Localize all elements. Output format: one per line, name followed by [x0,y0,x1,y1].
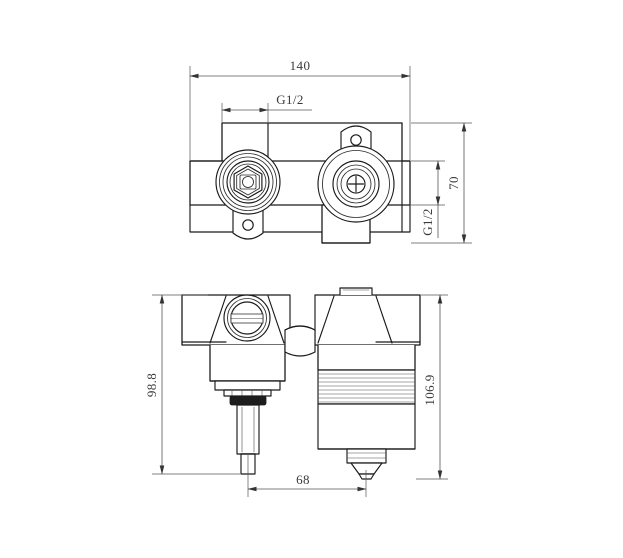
dimension-left-height: 98.8 [144,294,240,475]
dimension-right-height: 106.9 [416,294,448,480]
dimension-overall-depth: 70 [411,122,472,244]
dimension-inlet-thread: G1/2 [221,92,312,122]
phillips-screw-icon [347,175,365,193]
dimension-label-overall-depth: 70 [446,176,461,190]
dimension-outlet-thread: G1/2 [411,160,445,238]
dimension-centre-distance: 68 [247,455,367,497]
front-view-group: 98.8 106.9 68 [144,287,448,497]
dimension-overall-width: 140 [189,58,411,160]
dimension-label-overall-width: 140 [290,58,311,73]
dimension-label-left-height: 98.8 [144,373,159,397]
top-view-group: 140 G1/2 70 [189,58,472,244]
right-body-assembly [284,287,421,480]
dimension-label-outlet-thread: G1/2 [420,208,435,236]
right-valve-assembly [317,145,395,223]
dimension-label-right-height: 106.9 [422,374,437,405]
dimension-label-centre-distance: 68 [296,472,310,487]
left-valve-assembly [215,149,281,215]
left-body-assembly [181,294,291,475]
dimension-label-inlet-thread: G1/2 [276,92,304,107]
